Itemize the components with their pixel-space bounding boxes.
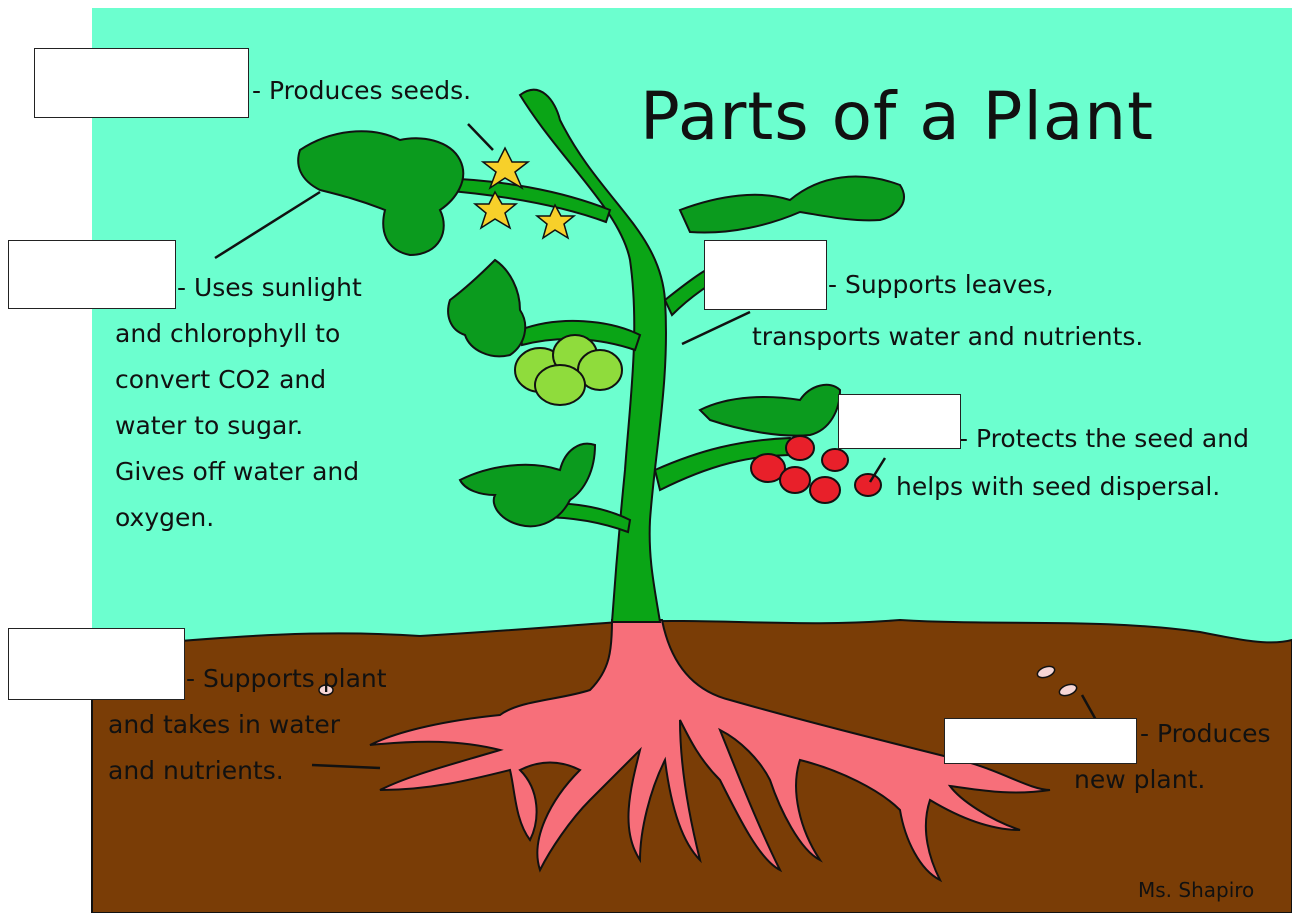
seeds-description-line: - Produces [1140,719,1271,748]
roots-illustration [369,619,1051,883]
fruit-description-line: - Protects the seed and [959,424,1249,453]
roots-description-line: and takes in water [108,710,341,739]
seeds-description-line: new plant. [1074,765,1206,794]
seeds-description: - Produces new plant. [1074,711,1271,803]
fruit-description-line: helps with seed dispersal. [896,472,1221,501]
leaves-illustration [297,130,905,528]
roots-answer-box[interactable] [8,628,185,700]
stem-illustration [439,88,797,623]
stem-description-line: transports water and nutrients. [752,322,1144,351]
leaf-description-line: - Uses sunlight [177,273,362,302]
diagram-title: Parts of a Plant [640,78,1154,155]
young-fruit-illustration [514,334,623,406]
flower-description-line: - Produces seeds. [252,76,472,105]
fruit-answer-input[interactable] [839,395,960,448]
flower-answer-input[interactable] [35,49,248,117]
seeds-answer-input[interactable] [945,719,1136,763]
seeds-answer-box[interactable] [944,718,1137,764]
roots-description: - Supports plant and takes in water and … [108,656,387,794]
roots-description-line: and nutrients. [108,756,284,785]
leaf-description-line: oxygen. [115,503,215,532]
leaf-answer-input[interactable] [9,241,175,308]
pointer-lines [214,123,1098,770]
flowers-illustration [472,146,577,240]
stem-answer-input[interactable] [705,241,826,309]
stem-description-line: - Supports leaves, [828,270,1054,299]
roots-answer-input[interactable] [9,629,184,699]
soil-ground [91,618,1292,913]
flower-description: - Produces seeds. [252,68,471,114]
roots-description-line: - Supports plant [186,664,387,693]
fruit-description: - Protects the seed and helps with seed … [896,416,1249,510]
flower-answer-box[interactable] [34,48,249,118]
stem-description: - Supports leaves, transports water and … [752,262,1143,360]
fruit-answer-box[interactable] [838,394,961,449]
seeds-illustration [318,665,1078,697]
leaf-description-line: convert CO2 and [115,365,327,394]
fruit-illustration [750,435,882,504]
author-credit: Ms. Shapiro [1138,878,1255,902]
stem-answer-box[interactable] [704,240,827,310]
leaf-description-line: Gives off water and [115,457,360,486]
leaf-description-line: water to sugar. [115,411,304,440]
leaf-answer-box[interactable] [8,240,176,309]
leaf-description-line: and chlorophyll to [115,319,341,348]
leaf-description: - Uses sunlight and chlorophyll to conve… [115,265,362,541]
